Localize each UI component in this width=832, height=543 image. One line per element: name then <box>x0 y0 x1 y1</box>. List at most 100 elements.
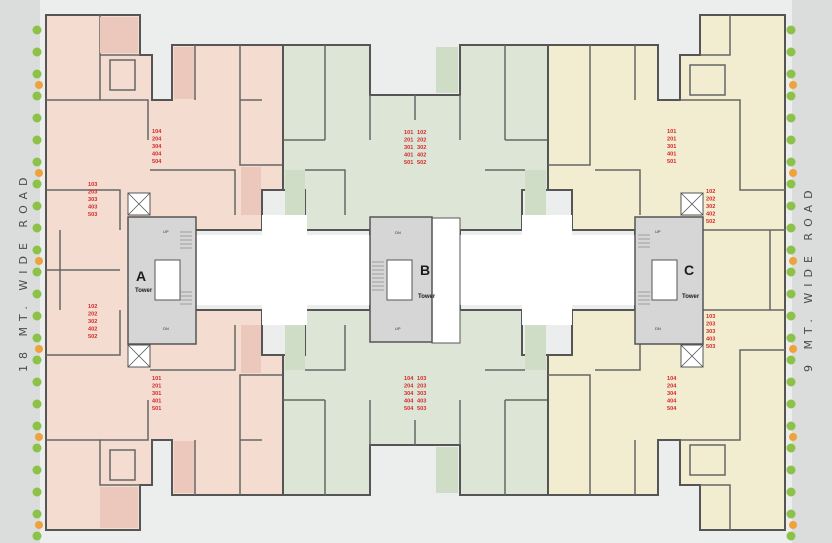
tree-icon <box>32 91 42 101</box>
tree-icon <box>32 47 42 57</box>
unit-number: 402 <box>88 327 97 333</box>
unit-number: 303 <box>88 197 97 203</box>
unit-number: 502 <box>417 160 426 166</box>
corridor-notch <box>522 305 572 325</box>
tower-c-word: Tower <box>682 294 700 300</box>
corridor-notch <box>522 215 572 235</box>
unit-number: 401 <box>152 399 161 405</box>
tower-a-letter: A <box>136 268 146 284</box>
flower-icon <box>789 433 797 441</box>
unit-number: 401 <box>667 152 676 158</box>
unit-number: 501 <box>404 160 413 166</box>
unit-number: 102 <box>706 189 715 195</box>
unit-number: 303 <box>417 391 426 397</box>
stair-well-a <box>154 259 181 301</box>
tree-icon <box>32 377 42 387</box>
tree-icon <box>786 399 796 409</box>
unit-number: 204 <box>404 384 414 390</box>
unit-number: 304 <box>152 144 162 150</box>
unit-number: 301 <box>667 144 676 150</box>
tree-icon <box>786 487 796 497</box>
stair-down-label: DN <box>163 326 169 331</box>
right-road-label: 9 MT. WIDE ROAD <box>802 184 815 372</box>
flower-icon <box>789 521 797 529</box>
unit-number: 504 <box>404 406 414 412</box>
unit-number: 203 <box>417 384 426 390</box>
tree-icon <box>786 443 796 453</box>
wing-b-room-shade <box>436 447 458 493</box>
tree-icon <box>32 289 42 299</box>
tower-a-word: Tower <box>135 288 153 294</box>
tree-icon <box>786 113 796 123</box>
tree-icon <box>32 25 42 35</box>
stair-well-b <box>386 259 413 301</box>
tree-icon <box>786 135 796 145</box>
flower-icon <box>789 81 797 89</box>
tree-icon <box>786 311 796 321</box>
tree-icon <box>32 267 42 277</box>
unit-number: 501 <box>152 406 161 412</box>
stair-up-label: UP <box>163 229 169 234</box>
unit-number: 503 <box>417 406 426 412</box>
tree-icon <box>32 333 42 343</box>
tree-icon <box>32 179 42 189</box>
unit-number: 504 <box>667 406 677 412</box>
unit-number: 403 <box>706 337 715 343</box>
tree-icon <box>32 113 42 123</box>
stair-down-label: DN <box>655 326 661 331</box>
stair-treads-b <box>372 261 384 291</box>
unit-number: 203 <box>88 190 97 196</box>
flower-icon <box>35 169 43 177</box>
unit-number: 201 <box>152 384 161 390</box>
tower-a-core: UP DN <box>127 192 197 368</box>
unit-number: 104 <box>404 376 414 382</box>
left-trees <box>32 25 43 541</box>
unit-number: 402 <box>417 153 426 159</box>
unit-number: 101 <box>404 130 413 136</box>
tree-icon <box>786 333 796 343</box>
unit-number: 202 <box>706 197 715 203</box>
tree-icon <box>786 531 796 541</box>
tree-icon <box>786 509 796 519</box>
tree-icon <box>32 531 42 541</box>
unit-number: 503 <box>88 212 97 218</box>
unit-number: 302 <box>88 319 97 325</box>
unit-number: 204 <box>152 137 162 143</box>
tree-icon <box>786 267 796 277</box>
tower-c-core: UP DN <box>634 192 704 368</box>
tree-icon <box>32 443 42 453</box>
tree-icon <box>32 509 42 519</box>
wing-b-room-shade <box>285 170 305 215</box>
tree-icon <box>32 69 42 79</box>
tree-icon <box>32 157 42 167</box>
tree-icon <box>786 377 796 387</box>
unit-number: 201 <box>404 138 413 144</box>
unit-number: 503 <box>706 344 715 350</box>
tree-icon <box>786 465 796 475</box>
tree-icon <box>786 91 796 101</box>
tree-icon <box>786 289 796 299</box>
unit-number: 303 <box>706 329 715 335</box>
unit-number: 401 <box>404 153 413 159</box>
corridor-b-side <box>431 217 461 344</box>
tree-icon <box>786 245 796 255</box>
stair-down-label: DN <box>395 230 401 235</box>
unit-number: 302 <box>417 145 426 151</box>
wing-b-room-shade <box>285 325 305 370</box>
unit-number: 202 <box>417 138 426 144</box>
wing-a-room-shade <box>241 167 261 215</box>
unit-number: 403 <box>417 399 426 405</box>
unit-number: 103 <box>88 182 97 188</box>
tree-icon <box>786 355 796 365</box>
unit-number: 502 <box>88 334 97 340</box>
tree-icon <box>786 25 796 35</box>
flower-icon <box>789 345 797 353</box>
unit-number: 301 <box>404 145 413 151</box>
corridor-notch <box>262 215 307 235</box>
flower-icon <box>35 257 43 265</box>
right-trees <box>786 25 797 541</box>
tree-icon <box>786 69 796 79</box>
tree-icon <box>786 47 796 57</box>
flower-icon <box>35 433 43 441</box>
flower-icon <box>35 521 43 529</box>
